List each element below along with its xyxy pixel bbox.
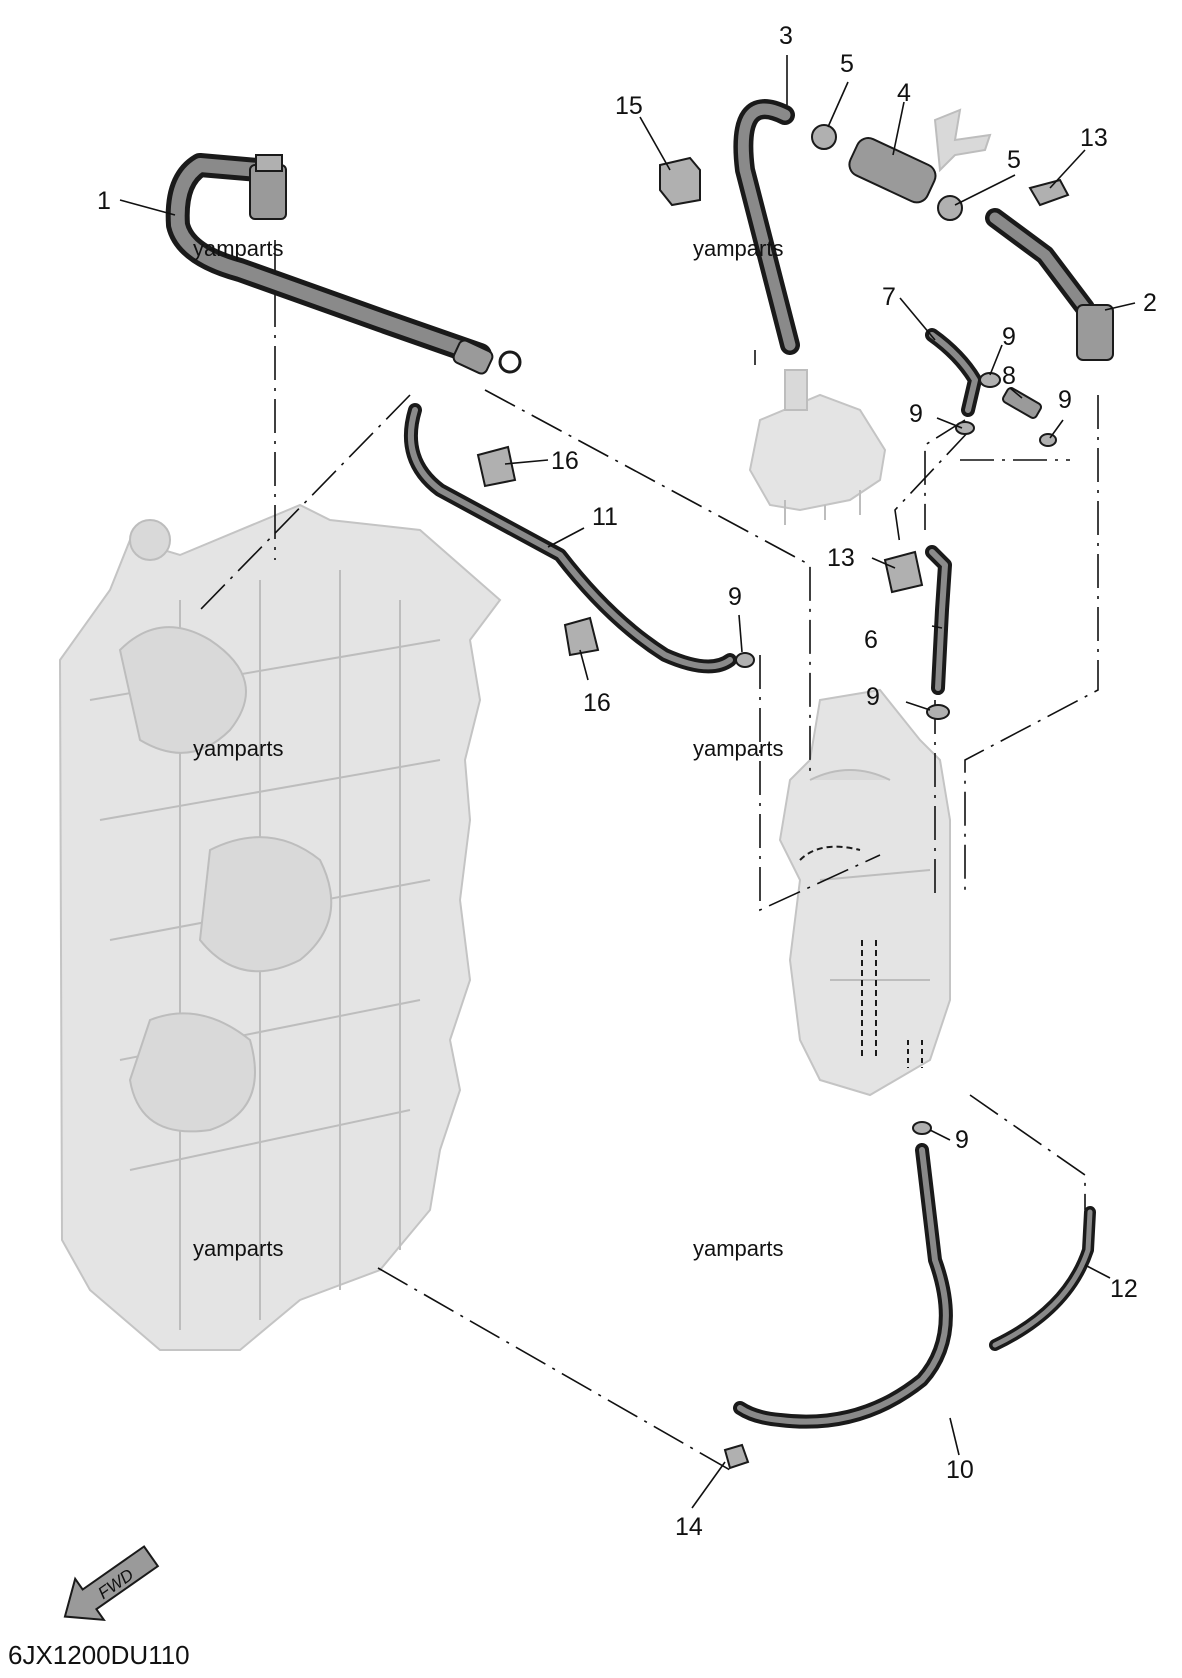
watermark-text: yamparts: [193, 236, 283, 261]
callout-11: 11: [592, 503, 618, 531]
callout-4: 4: [897, 79, 911, 107]
callout-16b: 16: [583, 689, 611, 717]
leader-lines: [119, 55, 1136, 1509]
callout-1: 1: [97, 187, 111, 215]
fuel-filter-ghost: [748, 108, 992, 525]
callout-13a: 13: [1080, 124, 1108, 152]
fwd-arrow-icon: FWD: [63, 1545, 160, 1621]
callout-6: 6: [864, 626, 878, 654]
diagram-code: 6JX1200DU110: [8, 1640, 190, 1670]
callout-10: 10: [946, 1456, 974, 1484]
callout-9c: 9: [1058, 386, 1072, 414]
callout-15: 15: [615, 92, 643, 120]
callout-9d: 9: [728, 583, 742, 611]
engine-block-ghost: [58, 503, 502, 1351]
callout-9f: 9: [955, 1126, 969, 1154]
hoses: [165, 99, 1096, 1429]
callout-16a: 16: [551, 447, 579, 475]
callout-5a: 5: [840, 50, 854, 78]
callout-3: 3: [779, 22, 793, 50]
callout-2: 2: [1143, 289, 1157, 317]
callout-labels: 1 2 3 4 5 5 6 7 8 9 9 9 9 9 9 10 11 12 1…: [97, 22, 1157, 1541]
callout-8: 8: [1002, 362, 1016, 390]
callout-12: 12: [1110, 1275, 1138, 1303]
watermark-text: yamparts: [193, 736, 283, 761]
watermark-text: yamparts: [693, 1236, 783, 1261]
callout-14: 14: [675, 1513, 703, 1541]
watermark-text: yamparts: [693, 236, 783, 261]
callout-9a: 9: [1002, 323, 1016, 351]
watermarks: yamparts yamparts yamparts yamparts yamp…: [193, 236, 783, 1261]
watermark-text: yamparts: [193, 1236, 283, 1261]
callout-9b: 9: [909, 400, 923, 428]
callout-9e: 9: [866, 683, 880, 711]
watermark-text: yamparts: [693, 736, 783, 761]
callout-7: 7: [882, 283, 896, 311]
connection-lines: [199, 240, 1099, 1471]
vapor-separator-ghost: [778, 688, 951, 1097]
callout-13b: 13: [827, 544, 855, 572]
callout-5b: 5: [1007, 146, 1021, 174]
